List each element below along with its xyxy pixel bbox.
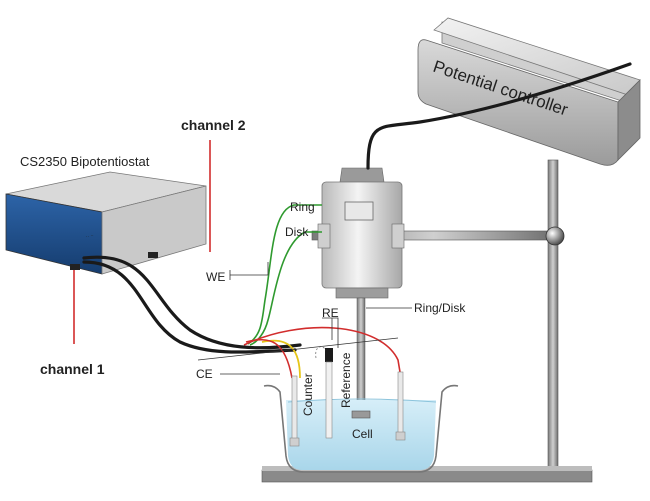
rotator — [317, 167, 405, 414]
counter-electrode — [289, 375, 300, 447]
channel-1-label: channel 1 — [40, 361, 105, 377]
channel-2-label: channel 2 — [181, 117, 246, 133]
ce-label: CE — [196, 367, 213, 381]
cable-bundle — [82, 62, 632, 354]
bipotentiostat-label: CS2350 Bipotentiostat — [20, 154, 150, 169]
callout-lines — [197, 262, 412, 375]
right-electrode — [395, 371, 406, 441]
stand — [261, 159, 593, 483]
reference-electrode — [315, 346, 333, 439]
electrochemical-cell — [263, 346, 459, 473]
svg-text:·· ··: ·· ·· — [85, 233, 94, 240]
disk-label: Disk — [285, 225, 309, 239]
potential-controller: Potential controller — [417, 17, 641, 166]
clamp-knob — [545, 226, 565, 246]
bipotentiostat: ·· ·· CS2350 Bipotentiostat — [5, 154, 207, 275]
ring-disk-tip — [351, 410, 371, 419]
we-label: WE — [206, 270, 225, 284]
red-wires — [73, 140, 401, 379]
re-label: RE — [322, 306, 339, 320]
ring-disk-label: Ring/Disk — [414, 301, 466, 315]
cell-label: Cell — [352, 427, 373, 441]
rotating-shaft — [356, 297, 366, 414]
reference-label: Reference — [339, 352, 353, 408]
counter-label: Counter — [301, 373, 315, 416]
ring-label: Ring — [290, 200, 315, 214]
